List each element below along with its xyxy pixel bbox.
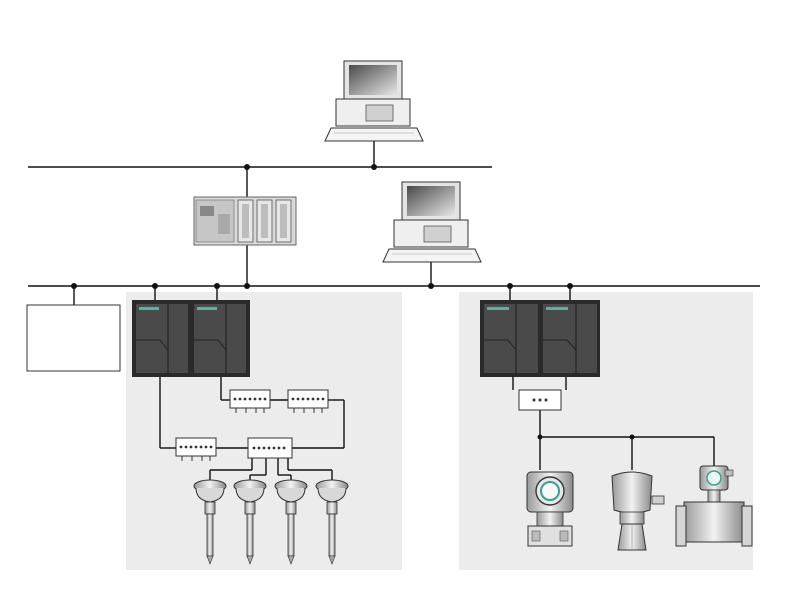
left-field-wiring [159, 377, 345, 482]
generic-device-icon [26, 304, 121, 372]
temperature-sensor-icon [193, 479, 227, 565]
io-module-icon [247, 437, 293, 459]
temperature-sensor-icon [233, 479, 267, 565]
plc-rack-icon [193, 196, 297, 246]
bus-drops [73, 140, 571, 305]
io-module-icon [518, 389, 562, 411]
level-transmitter-icon [611, 471, 665, 551]
io-module-icon [175, 437, 217, 461]
right-field-wiring [512, 377, 715, 470]
io-module-icon [287, 389, 329, 413]
left-controller-icon [132, 300, 250, 377]
mid-workstation-icon [382, 181, 482, 263]
temperature-sensor-icon [315, 479, 349, 565]
temperature-sensor-icon [274, 479, 308, 565]
top-workstation-icon [324, 60, 424, 142]
io-module-icon [229, 389, 271, 413]
bus-junction-dots [71, 164, 635, 440]
right-controller-icon [480, 300, 600, 377]
pressure-transmitter-icon [526, 471, 574, 547]
flowmeter-icon [675, 465, 753, 547]
